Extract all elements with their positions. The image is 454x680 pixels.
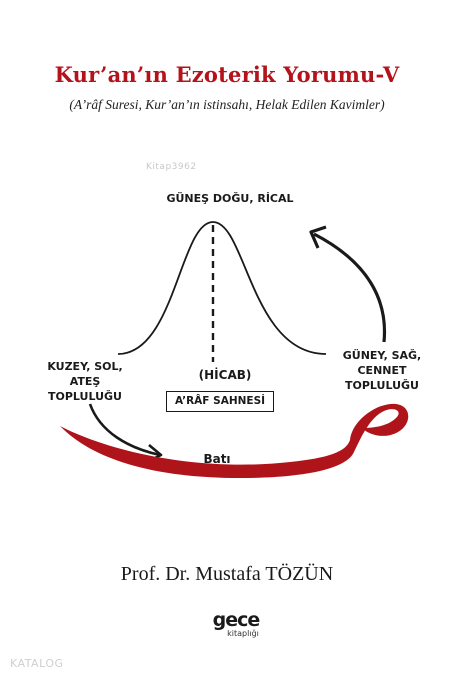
left-label-line-3: TOPLULUĞU <box>48 390 122 403</box>
book-title: Kur’an’ın Ezoterik Yorumu-V <box>54 62 400 87</box>
left-label-line-1: KUZEY, SOL, <box>47 360 123 373</box>
publisher-logo-main: gece <box>212 609 261 631</box>
left-label-line-2: ATEŞ <box>69 375 101 388</box>
author-name: Prof. Dr. Mustafa TÖZÜN <box>120 563 334 585</box>
right-arrow <box>313 232 387 343</box>
bell-curve <box>117 221 327 355</box>
right-label-line-3: TOPLULUĞU <box>345 379 419 392</box>
hicab-label: (HİCAB) <box>198 368 252 382</box>
right-label-line-2: CENNET <box>357 364 407 377</box>
right-label: GÜNEY, SAĞ, CENNET TOPLULUĞU <box>330 348 434 393</box>
left-arrow <box>88 403 161 457</box>
calligraphic-stroke <box>60 403 409 478</box>
bati-label: Batı <box>203 452 231 466</box>
top-label: GÜNEŞ DOĞU, RİCAL <box>166 192 294 205</box>
right-label-line-1: GÜNEY, SAĞ, <box>342 349 422 362</box>
araf-box: A’RÂF SAHNESİ <box>166 391 274 412</box>
left-label: KUZEY, SOL, ATEŞ TOPLULUĞU <box>30 359 140 404</box>
publisher-logo: gece kitaplığı <box>196 609 276 639</box>
publisher-logo-sub: kitaplığı <box>227 629 259 638</box>
book-subtitle: (A’râf Suresi, Kur’an’ın istinsahı, Hela… <box>69 97 385 112</box>
watermark-top: Kitap3962 <box>146 162 197 172</box>
watermark-bottom: KATALOG <box>10 657 64 670</box>
